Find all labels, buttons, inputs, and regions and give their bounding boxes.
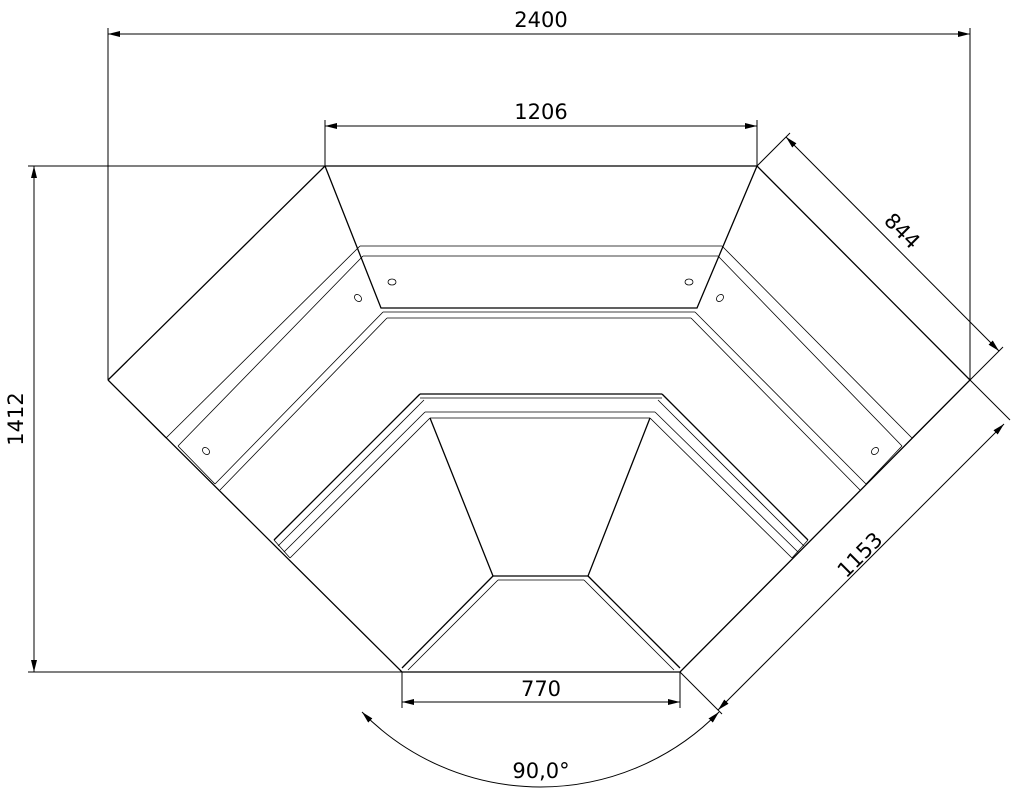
dimension-2400: 2400: [107, 8, 971, 380]
dim-label-back-segment: 1206: [514, 100, 567, 124]
dimension-1206: 1206: [324, 100, 758, 166]
dimension-770: 770: [401, 672, 681, 708]
dim-label-overall-width: 2400: [514, 8, 567, 32]
dimension-1412: 1412: [4, 165, 402, 673]
back-panels: [107, 245, 971, 491]
dim-label-front-segment: 770: [521, 677, 561, 701]
unit-outline: [107, 165, 971, 673]
dim-label-angle: 90,0°: [512, 759, 569, 783]
dimension-1153: 1153: [679, 379, 1011, 715]
dim-label-side-segment: 844: [879, 208, 924, 253]
inner-well: [273, 393, 809, 671]
dim-label-overall-depth: 1412: [4, 392, 28, 445]
dimension-844: 844: [756, 132, 1004, 381]
dim-label-diagonal-depth: 1153: [833, 528, 888, 583]
dimension-angle: 90,0°: [361, 711, 720, 788]
